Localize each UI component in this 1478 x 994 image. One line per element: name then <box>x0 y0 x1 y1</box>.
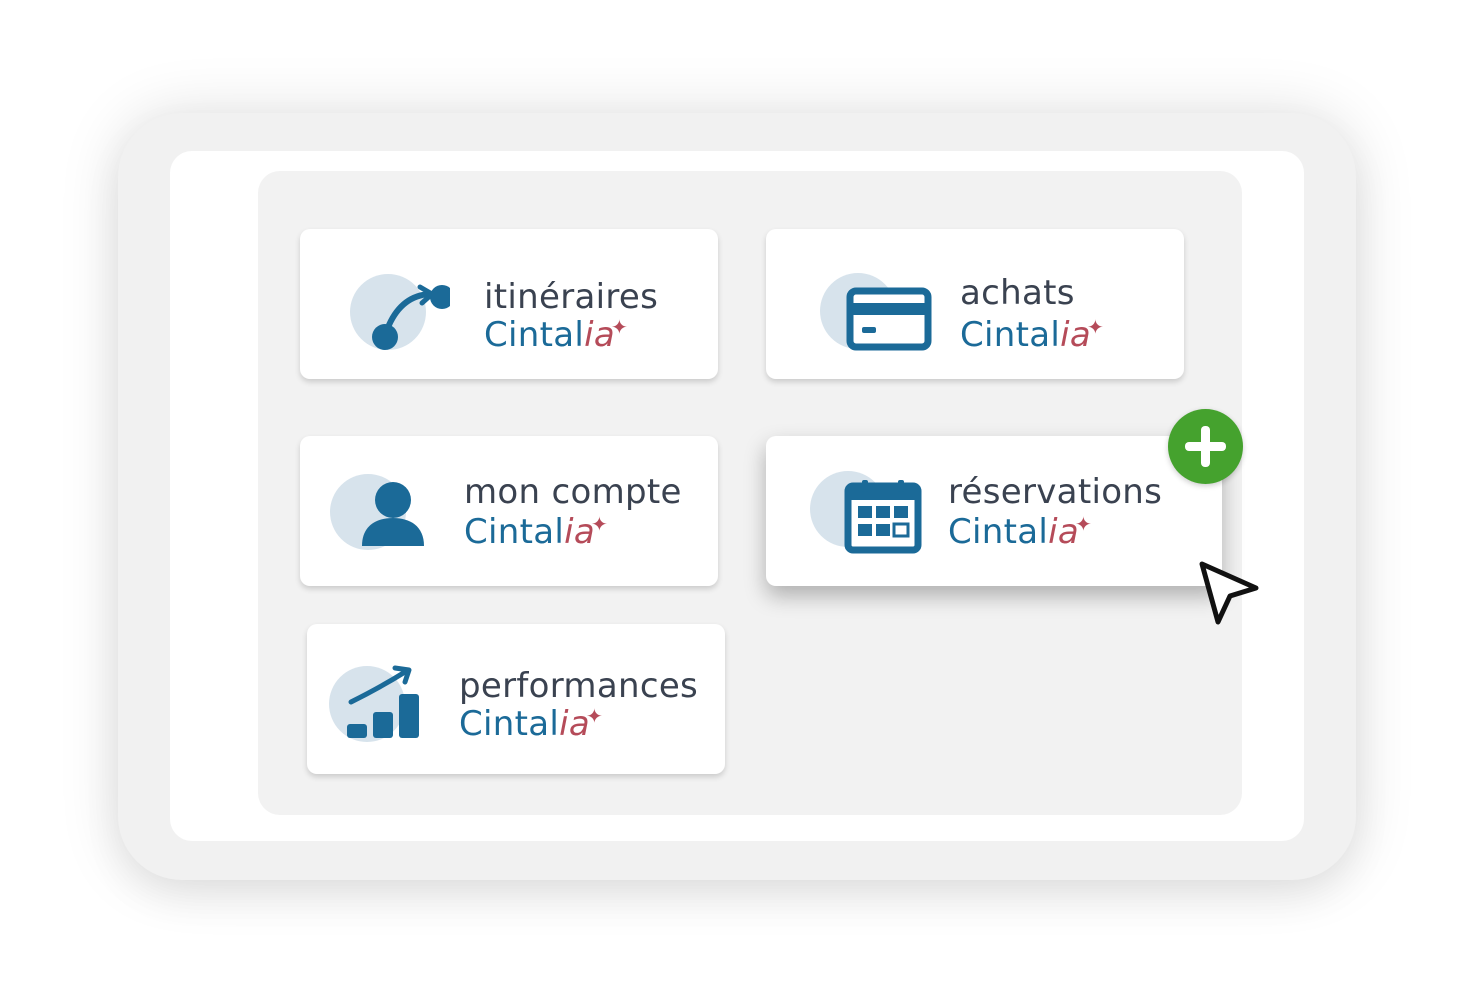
sparkle-icon: ✦ <box>611 315 629 339</box>
brand-logo: Cintalia✦ <box>948 512 1096 556</box>
card-performances[interactable]: performances Cintalia✦ <box>307 624 725 774</box>
sparkle-icon: ✦ <box>586 704 604 728</box>
add-button[interactable] <box>1168 409 1243 484</box>
credit-card-icon <box>844 275 934 365</box>
brand-accent: ia <box>584 315 616 355</box>
card-reservations[interactable]: réservations Cintalia✦ <box>766 436 1222 586</box>
calendar-icon <box>838 472 928 562</box>
cursor-arrow-icon <box>1194 558 1264 630</box>
growth-chart-icon <box>343 662 433 752</box>
brand-name: Cintal <box>464 512 565 552</box>
brand-accent: ia <box>1048 512 1080 552</box>
brand-logo: Cintalia✦ <box>484 315 632 359</box>
card-title: achats <box>960 273 1075 313</box>
card-title: performances <box>459 666 699 706</box>
brand-accent: ia <box>564 512 596 552</box>
brand-name: Cintal <box>960 315 1061 355</box>
brand-name: Cintal <box>459 704 560 744</box>
plus-icon <box>1185 426 1226 467</box>
route-icon <box>360 267 450 357</box>
sparkle-icon: ✦ <box>591 512 609 536</box>
user-icon <box>348 472 438 562</box>
sparkle-icon: ✦ <box>1075 512 1093 536</box>
brand-logo: Cintalia✦ <box>960 315 1108 359</box>
brand-accent: ia <box>559 704 591 744</box>
brand-accent: ia <box>1060 315 1092 355</box>
brand-name: Cintal <box>484 315 585 355</box>
card-title: mon compte <box>464 472 682 512</box>
sparkle-icon: ✦ <box>1087 315 1105 339</box>
card-title: itinéraires <box>484 277 659 317</box>
brand-name: Cintal <box>948 512 1049 552</box>
brand-logo: Cintalia✦ <box>459 704 607 748</box>
card-mon-compte[interactable]: mon compte Cintalia✦ <box>300 436 718 586</box>
card-title: réservations <box>948 472 1163 512</box>
card-itineraires[interactable]: itinéraires Cintalia✦ <box>300 229 718 379</box>
brand-logo: Cintalia✦ <box>464 512 612 556</box>
card-achats[interactable]: achats Cintalia✦ <box>766 229 1184 379</box>
